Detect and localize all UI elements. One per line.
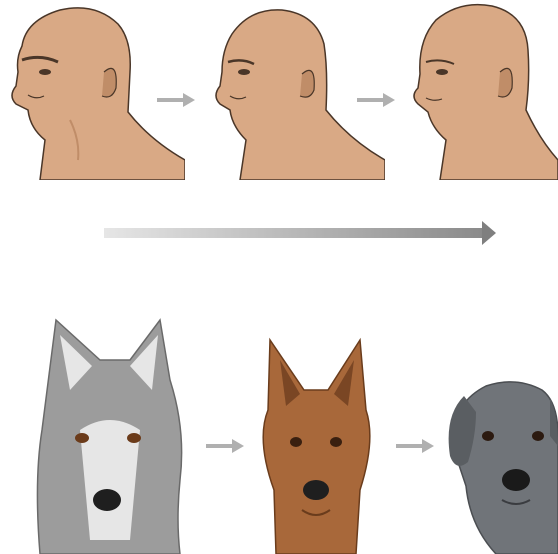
arrow-canine-2-icon [394, 438, 436, 454]
arrow-human-1-icon [155, 92, 197, 108]
early-dog-head-icon [246, 330, 386, 554]
modern-dog-head-icon [446, 376, 558, 554]
intermediate-human-head-icon [200, 0, 385, 180]
arrow-canine-1-icon [204, 438, 246, 454]
modern-human-head-icon [400, 0, 558, 180]
wolf-head-icon [30, 310, 190, 554]
arrow-human-2-icon [355, 92, 397, 108]
canine-domestication-row [0, 310, 558, 554]
gradient-arrow-icon [100, 218, 500, 250]
archaic-human-head-icon [0, 0, 185, 180]
human-evolution-row [0, 0, 558, 180]
